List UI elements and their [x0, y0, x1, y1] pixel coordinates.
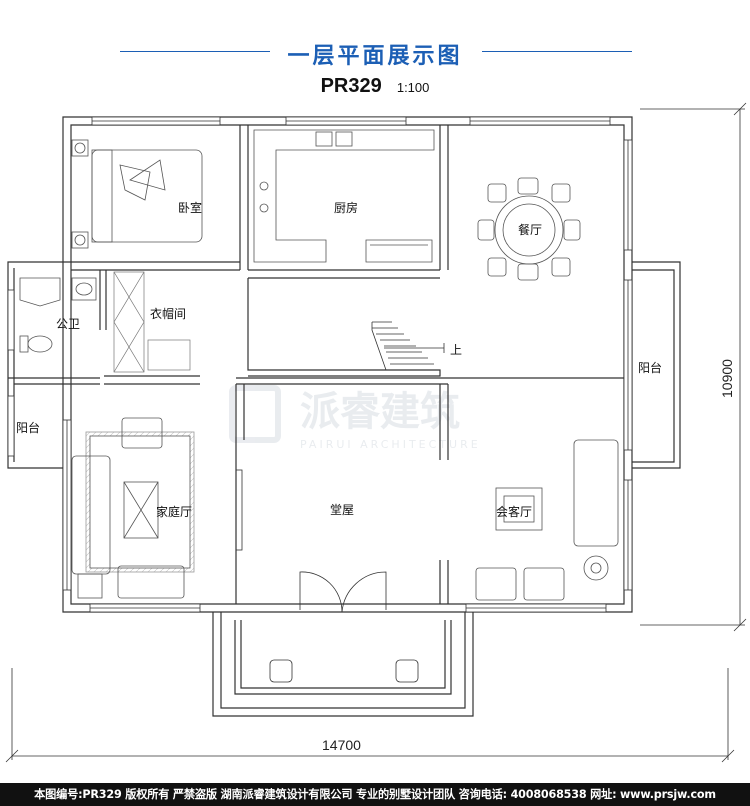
- bed: [71, 139, 203, 249]
- hall-entry: [235, 469, 419, 683]
- label-living-room: 会客厅: [496, 504, 532, 519]
- watermark-sub: PAIRUI ARCHITECTURE: [300, 438, 481, 451]
- label-bathroom: 公卫: [56, 317, 80, 331]
- living-room-furniture: [475, 439, 619, 601]
- kitchen-counter: [253, 129, 435, 263]
- label-balcony-left: 阳台: [16, 420, 40, 435]
- label-hall: 堂屋: [330, 503, 354, 517]
- floor-plan: 派睿建筑 PAIRUI ARCHITECTURE: [5, 102, 747, 763]
- label-kitchen: 厨房: [334, 200, 358, 215]
- footer-bar: 本图编号:PR329 版权所有 严禁盗版 湖南派睿建筑设计有限公司 专业的别墅设…: [0, 783, 750, 806]
- cloakroom-shelves: [113, 271, 191, 373]
- plan-code: PR329: [320, 75, 382, 97]
- dimension-width: [5, 668, 735, 763]
- label-cloakroom: 衣帽间: [150, 306, 186, 321]
- label-family-room: 家庭厅: [156, 504, 192, 519]
- staircase: [371, 321, 445, 371]
- windows: [7, 116, 633, 613]
- label-stair-up: 上: [450, 343, 462, 357]
- title-line-right: [482, 51, 632, 52]
- label-dining: 餐厅: [518, 222, 542, 237]
- label-balcony-right: 阳台: [638, 360, 662, 375]
- label-bedroom: 卧室: [178, 200, 202, 215]
- title-line-left: [120, 51, 270, 52]
- plan-scale: 1:100: [396, 80, 430, 95]
- watermark-logo: [229, 385, 281, 443]
- watermark-brand: 派睿建筑: [300, 389, 460, 435]
- page-title: 一层平面展示图: [287, 44, 463, 69]
- dimension-depth: [640, 102, 747, 632]
- family-room-furniture: [71, 417, 195, 599]
- watermark: 派睿建筑 PAIRUI ARCHITECTURE: [229, 385, 481, 451]
- dining-table: [477, 177, 581, 281]
- dimension-depth-label: 10900: [719, 359, 735, 398]
- bathroom-fixtures: [19, 277, 97, 353]
- dimension-width-label: 14700: [322, 737, 361, 753]
- plan-code-row: PR329 1:100: [0, 75, 750, 98]
